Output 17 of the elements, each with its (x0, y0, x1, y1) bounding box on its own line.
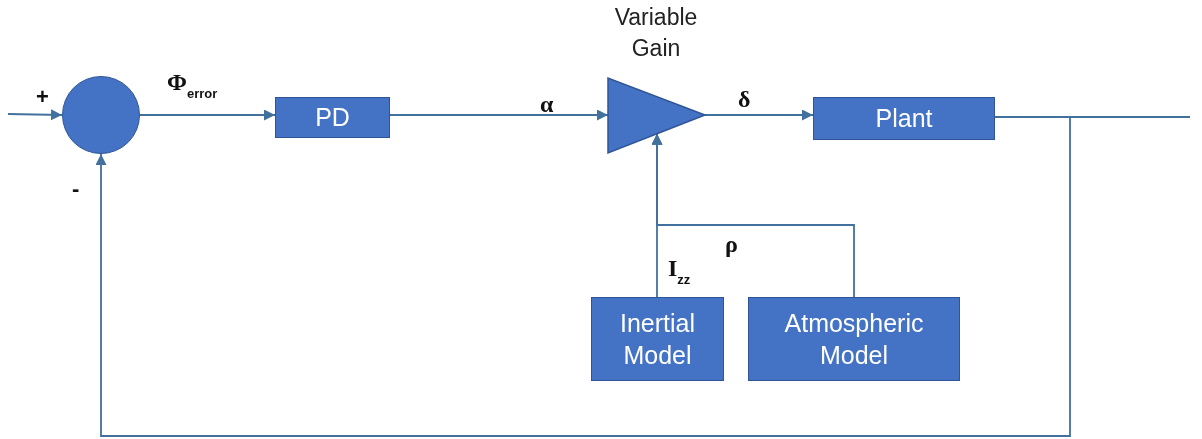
arrow (704, 109, 814, 121)
arrow (389, 109, 609, 121)
block-heading: Variable Gain (613, 3, 699, 64)
process-box: Plant (813, 97, 995, 140)
signal-label: α (540, 92, 554, 116)
process-box: Atmospheric Model (748, 297, 960, 381)
signal-label: δ (738, 87, 751, 111)
arrow (139, 109, 276, 121)
signal-label: Φ$_{error}$ (167, 70, 218, 100)
process-box: Inertial Model (591, 297, 724, 381)
arrow (7, 109, 63, 121)
signal-label: ρ (725, 232, 738, 256)
sign-label: - (72, 178, 80, 200)
sign-label: + (36, 86, 49, 108)
process-box: PD (275, 97, 390, 138)
arrow (95, 116, 1071, 437)
signal-label: I$_{zz}$ (668, 256, 691, 286)
